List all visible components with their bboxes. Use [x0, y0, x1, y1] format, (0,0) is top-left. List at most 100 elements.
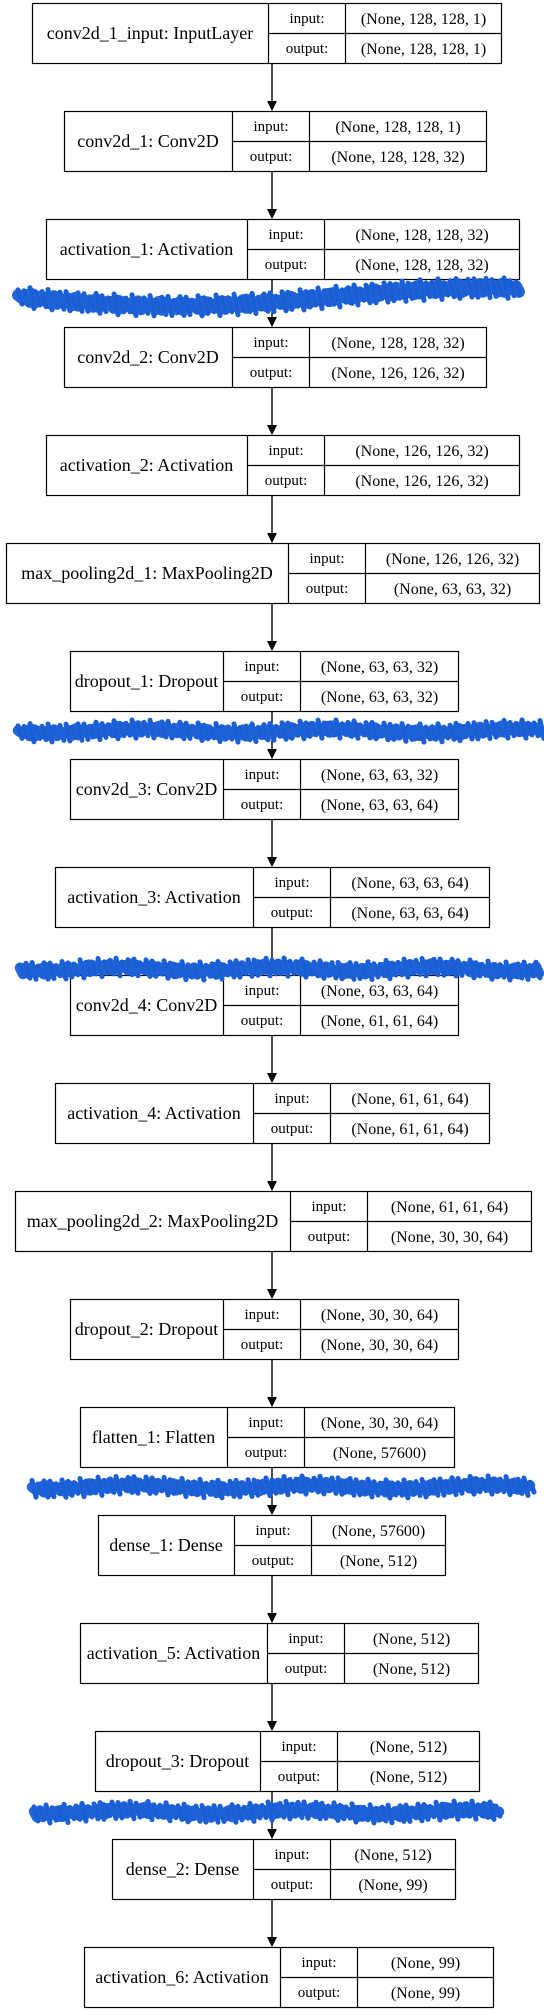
- arrowhead: [267, 641, 277, 651]
- output-label: output:: [271, 1121, 314, 1137]
- input-label: input:: [274, 1847, 309, 1863]
- input-label: input:: [274, 875, 309, 891]
- output-label: output:: [286, 41, 329, 57]
- output-shape: (None, 126, 126, 32): [331, 365, 464, 382]
- layer-node: conv2d_1_input: InputLayerinput:output:(…: [31, 2, 503, 65]
- scribble-band: [12, 720, 544, 742]
- output-label: output:: [271, 1877, 314, 1893]
- output-label: output:: [265, 257, 308, 273]
- layer-name: activation_6: Activation: [95, 1967, 268, 1987]
- input-shape: (None, 30, 30, 64): [321, 1415, 438, 1432]
- input-shape: (None, 57600): [332, 1523, 425, 1540]
- layer-name: dropout_1: Dropout: [75, 671, 219, 691]
- output-shape: (None, 128, 128, 32): [355, 257, 488, 274]
- arrowhead: [267, 857, 277, 867]
- layer-name: activation_1: Activation: [60, 239, 233, 259]
- output-label: output:: [250, 365, 293, 381]
- layer-node: activation_5: Activationinput:output:(No…: [79, 1622, 480, 1685]
- layer-node: activation_2: Activationinput:output:(No…: [45, 434, 521, 497]
- output-shape: (None, 128, 128, 1): [361, 41, 486, 58]
- nodes-layer: conv2d_1_input: InputLayerinput:output:(…: [5, 2, 541, 2009]
- input-label: input:: [253, 119, 288, 135]
- layer-name: dropout_2: Dropout: [75, 1319, 219, 1339]
- scribble-layer: [12, 275, 544, 1826]
- output-shape: (None, 30, 30, 64): [321, 1337, 438, 1354]
- layer-node: dropout_2: Dropout input: output: (None, 30…: [69, 1298, 460, 1361]
- scribble-band: [28, 1801, 505, 1823]
- output-label: output:: [241, 1337, 284, 1353]
- output-label: output:: [245, 1445, 288, 1461]
- input-label: input:: [309, 551, 344, 567]
- arrowhead: [267, 1505, 277, 1515]
- scribble-band: [12, 278, 525, 316]
- layer-name: flatten_1: Flatten: [92, 1427, 215, 1447]
- output-label: output:: [241, 1013, 284, 1029]
- arrowhead: [267, 1397, 277, 1407]
- output-label: output:: [250, 149, 293, 165]
- input-label: input:: [281, 1739, 316, 1755]
- input-shape: (None, 63, 63, 64): [321, 983, 438, 1000]
- input-label: input:: [244, 1307, 279, 1323]
- layer-name: dense_2: Dense: [126, 1859, 239, 1879]
- output-shape: (None, 512): [373, 1661, 450, 1678]
- output-label: output:: [308, 1229, 351, 1245]
- input-shape: (None, 128, 128, 32): [331, 335, 464, 352]
- layer-name: conv2d_1: Conv2D: [77, 131, 219, 151]
- output-label: output:: [271, 905, 314, 921]
- layer-node: activation_3: Activationinput:output:(No…: [54, 866, 491, 929]
- layer-name: conv2d_3: Conv2D: [76, 779, 218, 799]
- output-shape: (None, 126, 126, 32): [355, 473, 488, 490]
- layer-name: max_pooling2d_2: MaxPooling2D: [27, 1211, 279, 1231]
- input-label: input:: [289, 11, 324, 27]
- scribble-band: [14, 958, 544, 980]
- output-shape: (None, 63, 63, 32): [394, 581, 511, 598]
- layer-name: activation_4: Activation: [67, 1103, 240, 1123]
- scribble-band: [26, 1476, 536, 1498]
- input-shape: (None, 126, 126, 32): [386, 551, 519, 568]
- input-shape: (None, 30, 30, 64): [321, 1307, 438, 1324]
- input-shape: (None, 63, 63, 32): [321, 659, 438, 676]
- output-shape: (None, 61, 61, 64): [351, 1121, 468, 1138]
- input-label: input:: [255, 1523, 290, 1539]
- input-shape: (None, 99): [391, 1955, 460, 1972]
- input-shape: (None, 61, 61, 64): [391, 1199, 508, 1216]
- output-shape: (None, 512): [370, 1769, 447, 1786]
- input-shape: (None, 63, 63, 64): [351, 875, 468, 892]
- input-label: input:: [288, 1631, 323, 1647]
- layer-node: conv2d_1: Conv2D input: output: (None, 128,…: [63, 110, 488, 173]
- arrowhead: [267, 209, 277, 219]
- output-label: output:: [306, 581, 349, 597]
- output-shape: (None, 63, 63, 32): [321, 689, 438, 706]
- layer-name: dense_1: Dense: [109, 1535, 222, 1555]
- input-shape: (None, 128, 128, 1): [335, 119, 460, 136]
- arrowhead: [267, 1721, 277, 1731]
- layer-node: max_pooling2d_1: MaxPooling2Dinput:outpu…: [5, 542, 541, 605]
- output-shape: (None, 63, 63, 64): [321, 797, 438, 814]
- output-shape: (None, 128, 128, 32): [331, 149, 464, 166]
- input-shape: (None, 512): [370, 1739, 447, 1756]
- input-shape: (None, 512): [354, 1847, 431, 1864]
- arrowhead: [267, 1181, 277, 1191]
- arrowhead: [267, 1073, 277, 1083]
- input-shape: (None, 128, 128, 1): [361, 11, 486, 28]
- layer-name: dropout_3: Dropout: [106, 1751, 250, 1771]
- arrowhead: [267, 317, 277, 327]
- output-shape: (None, 63, 63, 64): [351, 905, 468, 922]
- output-label: output:: [265, 473, 308, 489]
- arrowhead: [267, 1289, 277, 1299]
- arrowhead: [267, 1937, 277, 1947]
- output-label: output:: [285, 1661, 328, 1677]
- output-shape: (None, 57600): [333, 1445, 426, 1462]
- layer-name: activation_2: Activation: [60, 455, 233, 475]
- arrowhead: [267, 101, 277, 111]
- output-shape: (None, 512): [340, 1553, 417, 1570]
- output-shape: (None, 61, 61, 64): [321, 1013, 438, 1030]
- input-shape: (None, 128, 128, 32): [355, 227, 488, 244]
